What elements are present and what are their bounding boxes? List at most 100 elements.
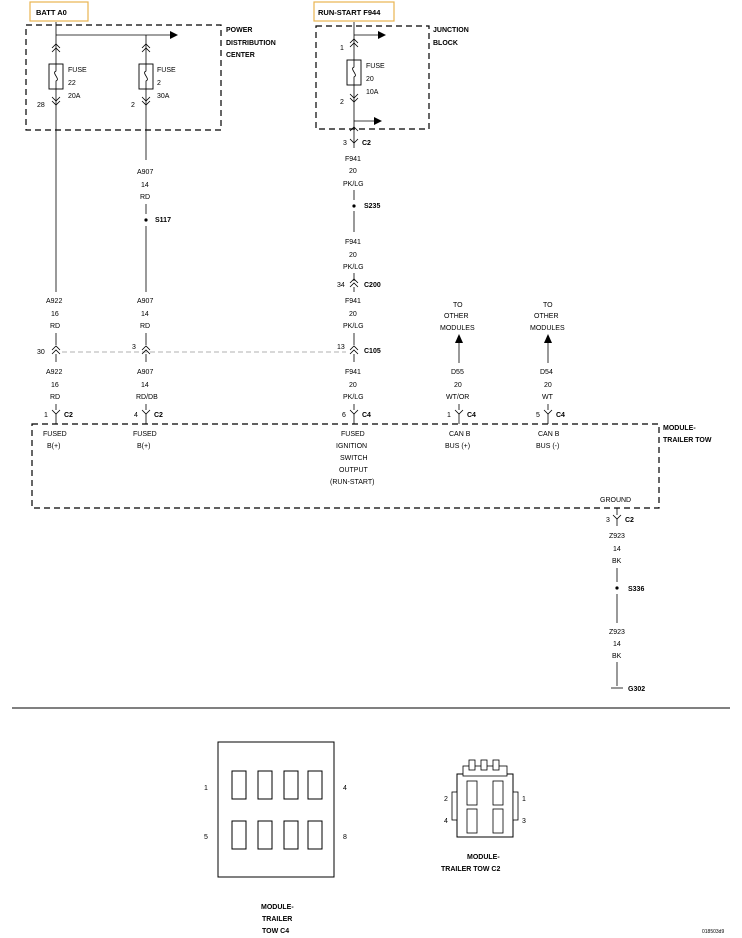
svg-text:Z923: Z923 bbox=[609, 533, 625, 540]
a907-wire-run: A907 14 RD S117 A907 14 RD bbox=[137, 115, 171, 345]
svg-text:B(+): B(+) bbox=[137, 443, 150, 450]
svg-text:C4: C4 bbox=[467, 412, 476, 419]
svg-text:13: 13 bbox=[337, 344, 345, 351]
svg-text:S336: S336 bbox=[628, 586, 644, 593]
jb-c2-connector: 3 C2 bbox=[343, 138, 371, 148]
svg-text:30: 30 bbox=[37, 349, 45, 356]
svg-text:20: 20 bbox=[454, 382, 462, 389]
svg-text:C2: C2 bbox=[362, 140, 371, 147]
svg-text:RD: RD bbox=[50, 323, 60, 330]
svg-text:FUSED: FUSED bbox=[43, 431, 67, 438]
svg-text:TO: TO bbox=[543, 302, 553, 309]
f941-lower: F941 20 PK/LG 6 C4 bbox=[342, 354, 371, 424]
pdc-bus-arrow bbox=[170, 31, 178, 39]
svg-text:C200: C200 bbox=[364, 282, 381, 289]
svg-text:1: 1 bbox=[340, 45, 344, 52]
splice-s235-dot bbox=[352, 204, 356, 208]
jb-label-2: BLOCK bbox=[433, 40, 458, 47]
svg-text:WT: WT bbox=[542, 394, 554, 401]
svg-text:5: 5 bbox=[536, 412, 540, 419]
svg-text:4: 4 bbox=[444, 818, 448, 825]
svg-text:SWITCH: SWITCH bbox=[340, 455, 368, 462]
svg-text:6: 6 bbox=[342, 412, 346, 419]
figure-id: 018503d9 bbox=[702, 929, 724, 935]
svg-text:D54: D54 bbox=[540, 369, 553, 376]
svg-text:30A: 30A bbox=[157, 93, 170, 100]
svg-text:2: 2 bbox=[340, 99, 344, 106]
batt-source-label: BATT A0 bbox=[36, 8, 67, 17]
svg-text:A907: A907 bbox=[137, 298, 153, 305]
svg-text:2: 2 bbox=[444, 796, 448, 803]
svg-text:20: 20 bbox=[366, 76, 374, 83]
svg-text:F941: F941 bbox=[345, 156, 361, 163]
svg-text:OUTPUT: OUTPUT bbox=[339, 467, 369, 474]
d55-wire: TO OTHER MODULES D55 20 WT/OR 1 C4 bbox=[440, 302, 476, 424]
svg-text:34: 34 bbox=[337, 282, 345, 289]
svg-text:RD: RD bbox=[50, 394, 60, 401]
svg-text:MODULES: MODULES bbox=[530, 325, 565, 332]
run-start-source-label: RUN-START F944 bbox=[318, 8, 381, 17]
svg-text:14: 14 bbox=[613, 546, 621, 553]
arrow-up-icon bbox=[455, 334, 463, 343]
svg-text:F941: F941 bbox=[345, 369, 361, 376]
svg-text:MODULE-: MODULE- bbox=[261, 904, 294, 911]
svg-text:FUSED: FUSED bbox=[133, 431, 157, 438]
module-label-1: MODULE- bbox=[663, 425, 696, 432]
svg-text:3: 3 bbox=[132, 344, 136, 351]
svg-text:PK/LG: PK/LG bbox=[343, 323, 364, 330]
svg-text:TRAILER TOW C2: TRAILER TOW C2 bbox=[441, 866, 500, 873]
svg-text:C4: C4 bbox=[362, 412, 371, 419]
svg-text:4: 4 bbox=[343, 785, 347, 792]
svg-text:20: 20 bbox=[544, 382, 552, 389]
svg-text:RD: RD bbox=[140, 194, 150, 201]
svg-text:C4: C4 bbox=[556, 412, 565, 419]
svg-text:TO: TO bbox=[453, 302, 463, 309]
svg-text:20: 20 bbox=[349, 311, 357, 318]
svg-text:A907: A907 bbox=[137, 369, 153, 376]
svg-text:TOW C4: TOW C4 bbox=[262, 928, 289, 935]
svg-text:BUS (-): BUS (-) bbox=[536, 443, 559, 450]
svg-text:BK: BK bbox=[612, 653, 622, 660]
svg-text:Z923: Z923 bbox=[609, 629, 625, 636]
svg-text:PK/LG: PK/LG bbox=[343, 264, 364, 271]
svg-text:TRAILER: TRAILER bbox=[262, 916, 292, 923]
svg-text:3: 3 bbox=[343, 140, 347, 147]
svg-text:14: 14 bbox=[141, 382, 149, 389]
svg-text:8: 8 bbox=[343, 834, 347, 841]
svg-text:A922: A922 bbox=[46, 298, 62, 305]
svg-text:OTHER: OTHER bbox=[444, 313, 469, 320]
module-trailer-tow-box bbox=[31, 423, 660, 509]
svg-text:PK/LG: PK/LG bbox=[343, 394, 364, 401]
svg-text:2: 2 bbox=[131, 102, 135, 109]
svg-text:D55: D55 bbox=[451, 369, 464, 376]
svg-text:CAN B: CAN B bbox=[538, 431, 560, 438]
svg-text:20A: 20A bbox=[68, 93, 81, 100]
svg-text:1: 1 bbox=[447, 412, 451, 419]
pdc-label-1: POWER bbox=[226, 27, 252, 34]
svg-text:2: 2 bbox=[157, 80, 161, 87]
a922-wire-run: A922 16 RD bbox=[46, 115, 62, 345]
arrow-up-icon bbox=[544, 334, 552, 343]
svg-text:MODULE-: MODULE- bbox=[467, 854, 500, 861]
fuse-22: FUSE 22 20A 28 bbox=[37, 35, 87, 115]
svg-text:RD: RD bbox=[140, 323, 150, 330]
svg-text:C2: C2 bbox=[154, 412, 163, 419]
svg-text:A907: A907 bbox=[137, 169, 153, 176]
svg-text:28: 28 bbox=[37, 102, 45, 109]
svg-text:16: 16 bbox=[51, 311, 59, 318]
junction-block-dashed-box bbox=[315, 25, 430, 130]
svg-text:BUS (+): BUS (+) bbox=[445, 443, 470, 450]
svg-text:OTHER: OTHER bbox=[534, 313, 559, 320]
svg-text:20: 20 bbox=[349, 252, 357, 259]
d54-wire: TO OTHER MODULES D54 20 WT 5 C4 bbox=[530, 302, 565, 424]
svg-text:CAN B: CAN B bbox=[449, 431, 471, 438]
module-label-2: TRAILER TOW bbox=[663, 437, 712, 444]
a907-lower: A907 14 RD/DB 4 C2 bbox=[134, 354, 163, 424]
svg-text:FUSE: FUSE bbox=[157, 67, 176, 74]
svg-text:F941: F941 bbox=[345, 298, 361, 305]
fuse-2: FUSE 2 30A 2 bbox=[131, 35, 176, 115]
svg-text:FUSE: FUSE bbox=[366, 63, 385, 70]
svg-text:GROUND: GROUND bbox=[600, 497, 631, 504]
svg-text:WT/OR: WT/OR bbox=[446, 394, 469, 401]
